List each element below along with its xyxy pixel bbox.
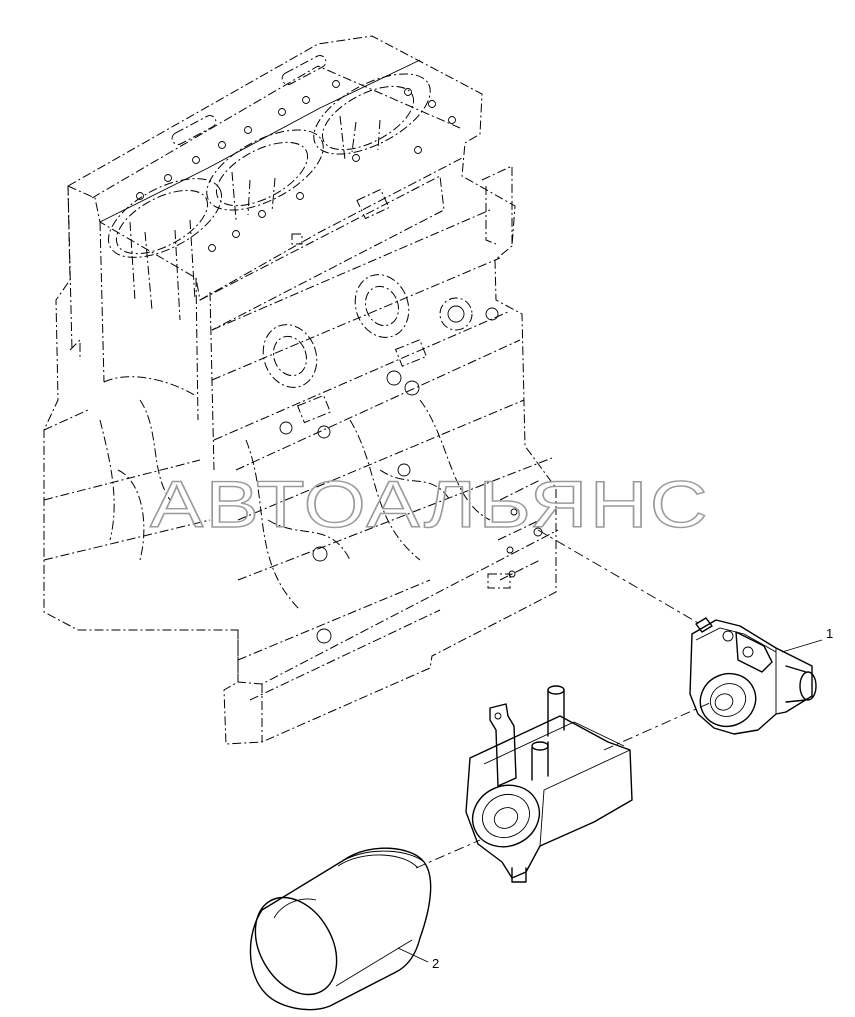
callout-1-label: 1 <box>826 626 833 641</box>
oil-cooler <box>465 685 633 883</box>
oil-filter-cartridge <box>249 847 432 1011</box>
callout-1: 1 <box>781 626 833 653</box>
callout-2: 2 <box>397 947 439 971</box>
oil-filter-head <box>689 617 817 735</box>
engine-block <box>43 35 559 745</box>
assembly-center-lines <box>415 529 713 869</box>
callout-2-label: 2 <box>432 956 439 971</box>
watermark-text: АВТОАЛЬЯНС <box>150 467 710 541</box>
